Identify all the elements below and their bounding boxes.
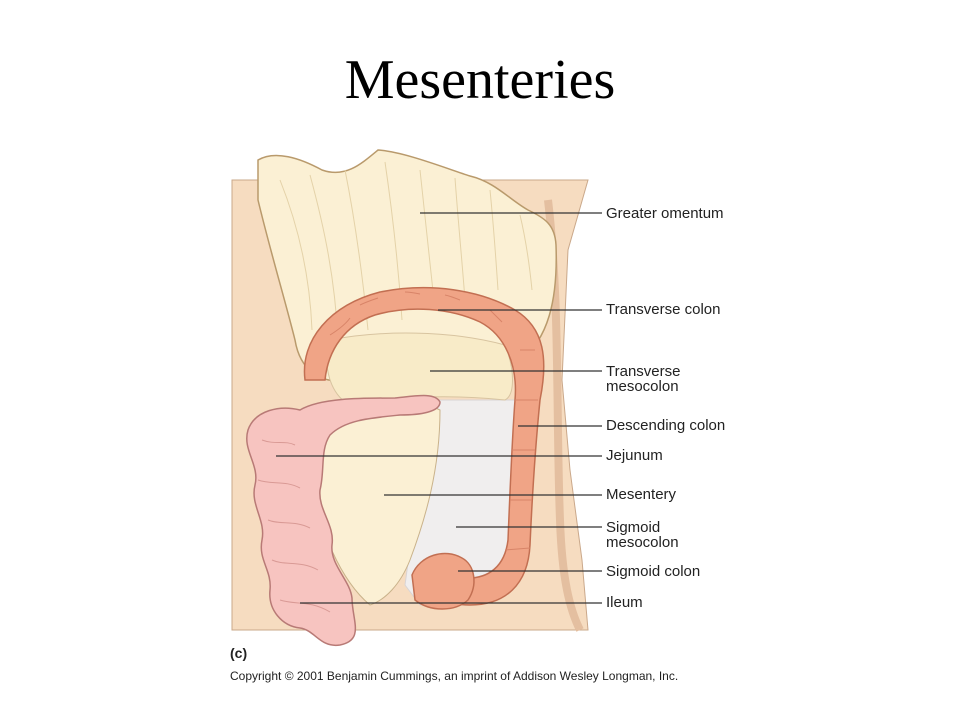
- label-greater-omentum: Greater omentum: [606, 205, 724, 222]
- label-transverse-colon: Transverse colon: [606, 301, 721, 318]
- label-descending-colon: Descending colon: [606, 417, 726, 434]
- label-sigmoid-colon: Sigmoid colon: [606, 563, 701, 580]
- colon-haustra: [329, 291, 538, 551]
- label-jejunum: Jejunum: [606, 447, 663, 464]
- leader-lines: [276, 212, 602, 604]
- small-intestine-shape: [246, 394, 441, 646]
- transverse-mesocolon-shape: [326, 332, 513, 406]
- label-ileum: Ileum: [606, 594, 643, 611]
- sigmoid-colon-shape: [411, 552, 475, 610]
- copyright-notice: Copyright © 2001 Benjamin Cummings, an i…: [230, 669, 679, 683]
- slide-title: Mesenteries: [344, 49, 616, 111]
- panel-letter: (c): [230, 645, 248, 661]
- label-mesentery: Mesentery: [606, 486, 677, 503]
